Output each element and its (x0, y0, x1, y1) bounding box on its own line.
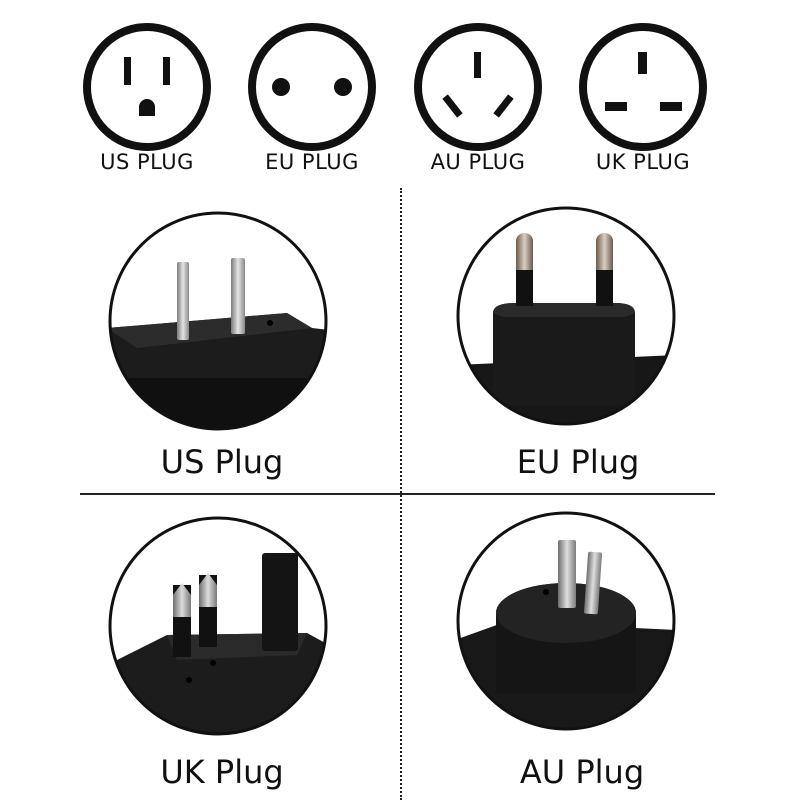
au-plug-label: AU Plug (519, 753, 645, 791)
us-plug-photo (107, 210, 329, 432)
uk-plug-photo (107, 515, 329, 737)
eu-socket-label: EU PLUG (265, 150, 359, 174)
horizontal-divider (80, 493, 715, 495)
us-socket-icon (82, 22, 212, 152)
uk-socket-icon (578, 22, 708, 152)
eu-plug-label: EU Plug (516, 443, 640, 481)
au-plug-photo (455, 510, 677, 732)
eu-socket-icon (247, 22, 377, 152)
uk-plug-label: UK Plug (160, 753, 284, 791)
eu-plug-photo (455, 205, 677, 427)
au-socket-label: AU PLUG (430, 150, 526, 174)
au-socket-icon (413, 22, 543, 152)
us-socket-label: US PLUG (100, 150, 194, 174)
uk-socket-label: UK PLUG (595, 150, 691, 174)
us-plug-label: US Plug (160, 443, 284, 481)
